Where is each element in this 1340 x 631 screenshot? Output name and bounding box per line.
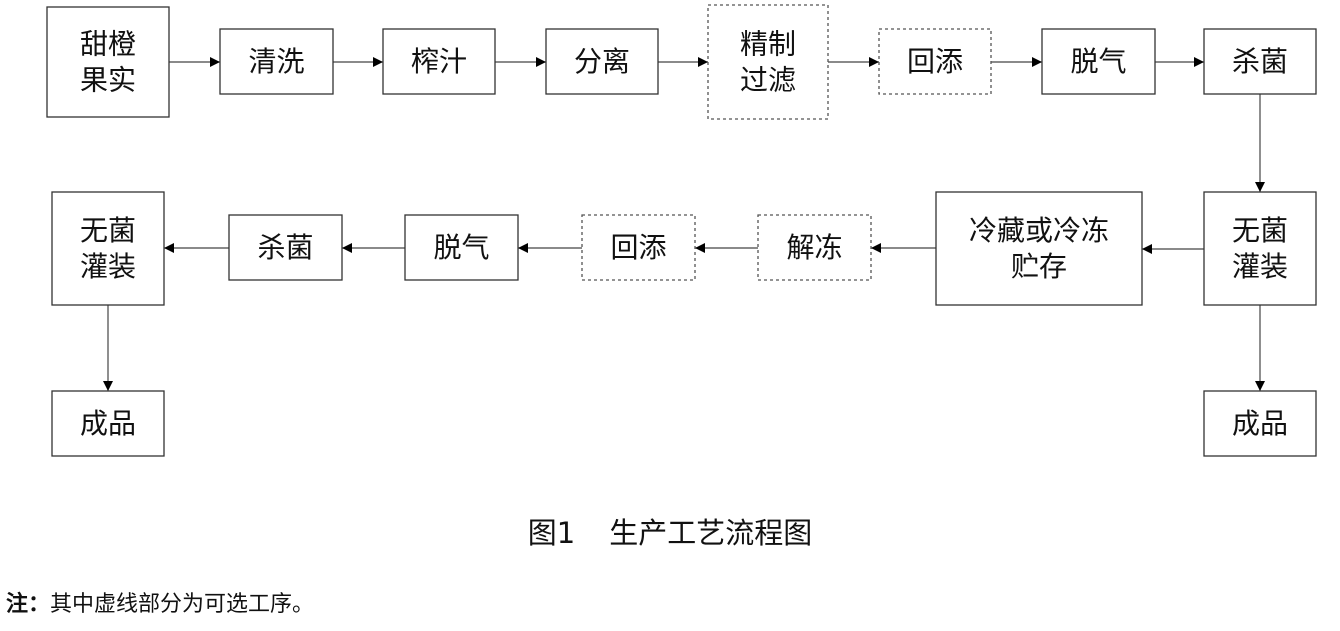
process-step-box [46,6,170,118]
process-step-label: 解冻 [786,231,842,264]
process-step-box [935,191,1143,306]
process-step-n14: 脱气 [404,214,519,281]
process-step-label: 成品 [80,407,136,440]
process-step-box [878,28,992,95]
process-step-n4: 分离 [545,28,659,95]
process-step-box [382,28,496,95]
process-step-n2: 清洗 [219,28,334,95]
process-step-label: 杀菌 [1232,45,1288,78]
process-step-label: 无菌 [1232,214,1288,247]
process-step-n6: 回添 [878,28,992,95]
process-step-label: 清洗 [248,45,304,78]
figure-number: 图1 [527,516,576,550]
process-step-box [1203,191,1317,306]
process-step-label: 果实 [80,64,136,97]
process-step-box [228,214,343,281]
process-step-box [1041,28,1156,95]
process-step-label: 冷藏或冷冻 [969,214,1109,247]
process-step-box [1203,390,1317,457]
process-step-n3: 榨汁 [382,28,496,95]
process-step-box [545,28,659,95]
process-step-label: 灌装 [1232,250,1288,283]
figure-title: 生产工艺流程图 [609,516,813,550]
process-step-box [757,214,872,281]
process-step-n12: 解冻 [757,214,872,281]
process-step-box [707,4,829,120]
process-step-label: 回添 [907,45,963,78]
process-step-n8: 杀菌 [1203,28,1317,95]
process-step-label: 无菌 [80,214,136,247]
process-step-n10: 成品 [1203,390,1317,457]
process-step-box [404,214,519,281]
process-step-box [51,191,165,306]
process-step-label: 精制 [740,28,796,61]
process-step-label: 榨汁 [411,45,467,78]
process-flow-diagram: 甜橙果实清洗榨汁分离精制过滤回添脱气杀菌无菌灌装成品冷藏或冷冻贮存解冻回添脱气杀… [46,4,1317,457]
process-step-n17: 成品 [51,390,165,457]
process-step-box [581,214,696,281]
process-step-label: 过滤 [740,64,796,97]
process-step-n7: 脱气 [1041,28,1156,95]
process-step-label: 杀菌 [257,231,313,264]
process-step-box [1203,28,1317,95]
process-step-label: 甜橙 [80,28,136,61]
note-text: 其中虚线部分为可选工序。 [50,592,315,617]
process-step-n15: 杀菌 [228,214,343,281]
process-step-box [51,390,165,457]
process-step-box [219,28,334,95]
process-step-label: 成品 [1232,407,1288,440]
figure-caption: 图1 生产工艺流程图 [0,510,1340,552]
footnote: 注：其中虚线部分为可选工序。 [6,586,314,618]
process-step-label: 脱气 [433,231,489,264]
note-label: 注： [6,591,51,617]
process-step-label: 灌装 [80,250,136,283]
process-step-label: 回添 [610,231,666,264]
process-step-label: 贮存 [1011,250,1067,283]
process-step-n13: 回添 [581,214,696,281]
process-step-label: 分离 [574,45,630,78]
process-step-label: 脱气 [1070,45,1126,78]
